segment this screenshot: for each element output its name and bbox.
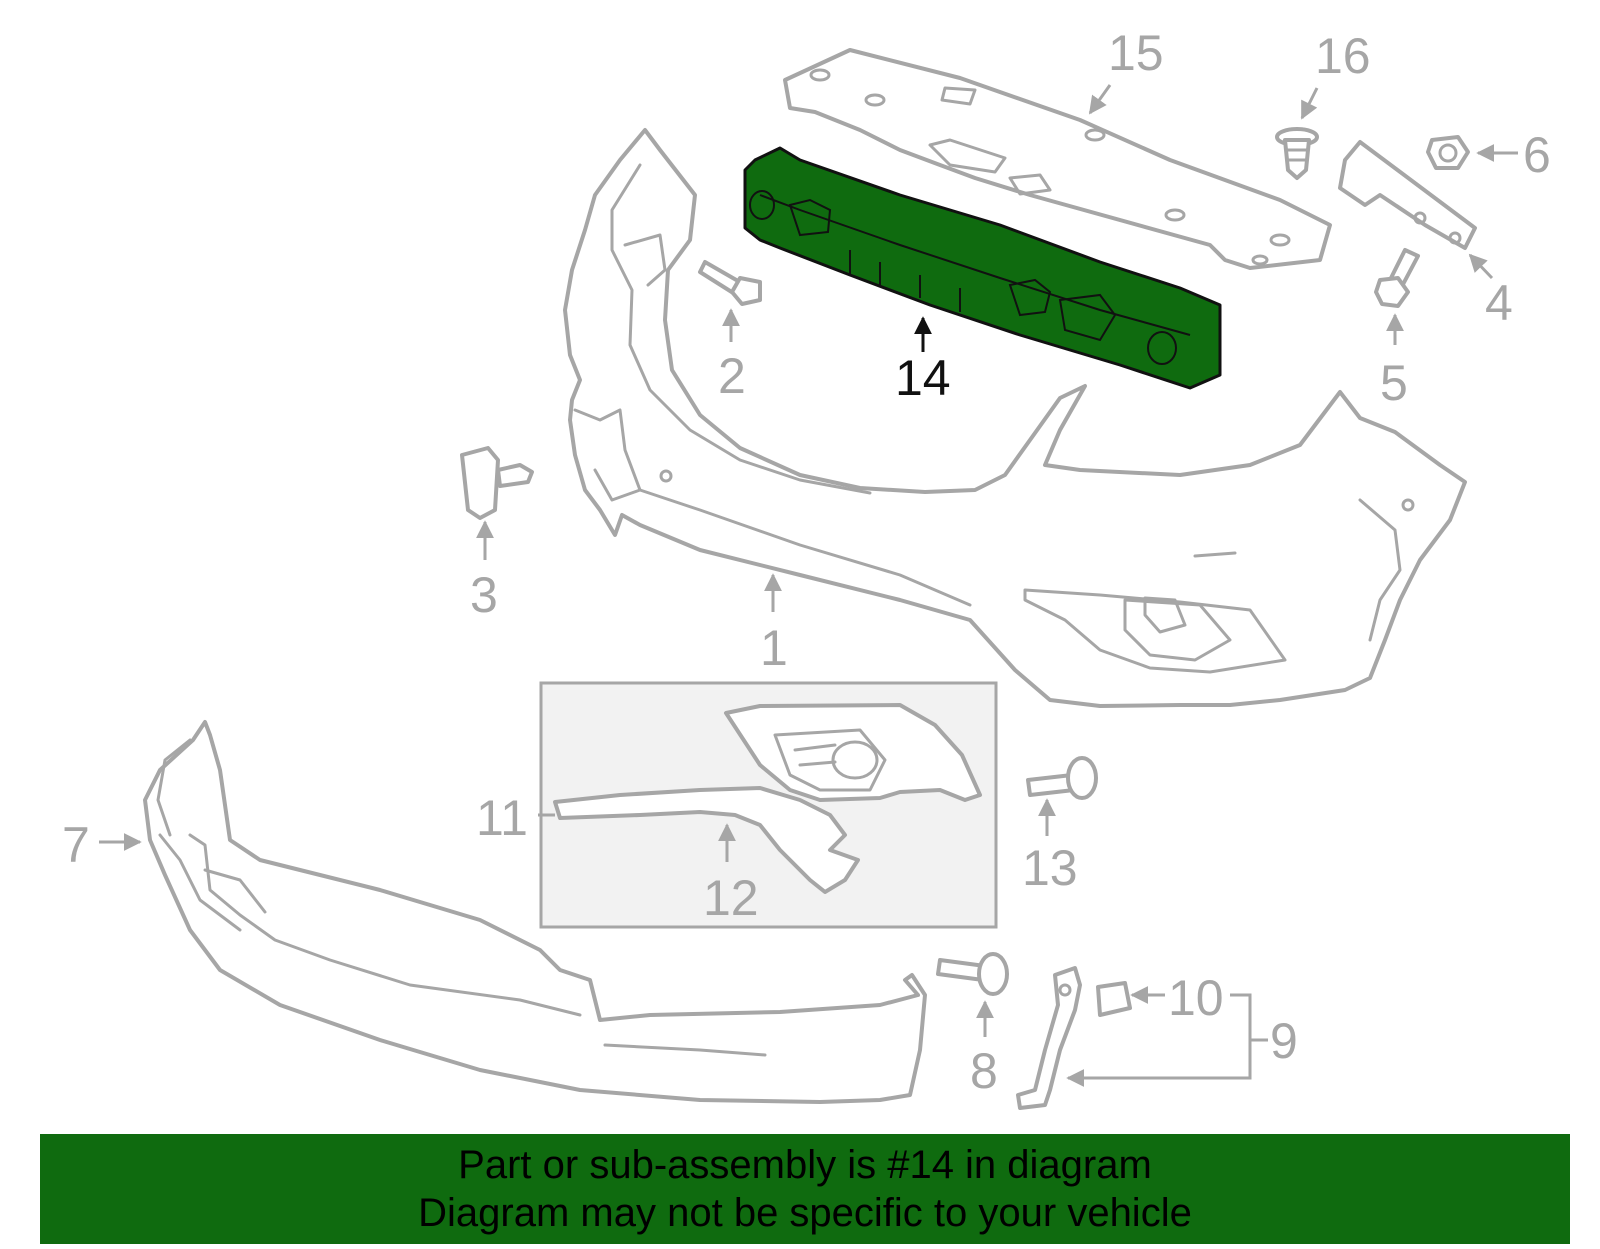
banner-line-2: Diagram may not be specific to your vehi… xyxy=(418,1191,1192,1235)
part-15-upper-shield xyxy=(783,48,1332,270)
callout-12: 12 xyxy=(703,870,759,926)
part-11-fog-lamp-bezel xyxy=(724,703,982,802)
part-10-clip xyxy=(1096,981,1132,1017)
callout-3: 3 xyxy=(470,567,498,623)
callout-5: 5 xyxy=(1380,355,1408,411)
callout-11: 11 xyxy=(476,790,528,846)
part-16-push-clip xyxy=(1275,127,1319,180)
part-7-lower-valance xyxy=(143,720,927,1104)
callout-8: 8 xyxy=(970,1043,998,1099)
callout-13: 13 xyxy=(1022,840,1078,896)
callout-16: 16 xyxy=(1315,28,1371,84)
part-2-bolt xyxy=(698,260,762,306)
callout-2: 2 xyxy=(718,348,746,404)
part-8-bolt xyxy=(936,952,1009,996)
callout-6: 6 xyxy=(1523,127,1551,183)
part-4-bracket xyxy=(1338,140,1477,250)
part-1-bumper-cover xyxy=(563,128,1467,708)
part-3-clip xyxy=(460,446,534,520)
callout-15: 15 xyxy=(1108,25,1164,81)
part-5-bolt xyxy=(1374,248,1420,308)
callout-14: 14 xyxy=(895,350,951,406)
info-banner: Part or sub-assembly is #14 in diagram D… xyxy=(40,1134,1570,1244)
callout-labels: 15 16 6 4 5 2 14 3 1 7 11 12 13 8 10 9 xyxy=(62,25,1551,1099)
part-6-nut xyxy=(1426,135,1470,170)
part-9-bracket xyxy=(1016,966,1082,1110)
callout-1: 1 xyxy=(760,620,788,676)
leader-lines xyxy=(99,84,1518,1087)
banner-line-1: Part or sub-assembly is #14 in diagram xyxy=(458,1143,1152,1187)
inset-box-11-12 xyxy=(539,681,998,929)
callout-9: 9 xyxy=(1270,1013,1298,1069)
part-13-bolt xyxy=(1026,756,1098,800)
callout-10: 10 xyxy=(1168,970,1224,1026)
callout-7: 7 xyxy=(62,817,90,873)
part-14-impact-absorber xyxy=(743,146,1222,390)
part-12-molding xyxy=(553,786,860,894)
callout-4: 4 xyxy=(1485,275,1513,331)
